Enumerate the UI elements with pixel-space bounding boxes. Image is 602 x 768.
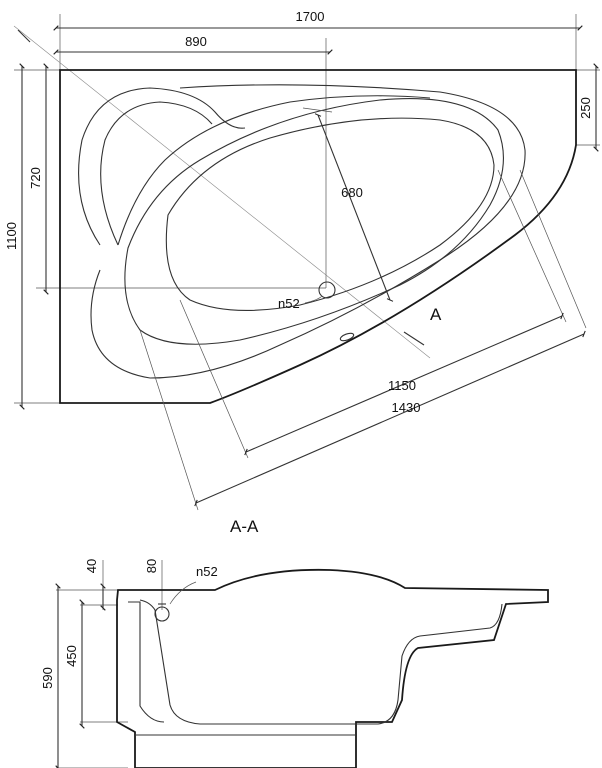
plan-view: 1700 890 1100 720 250: [4, 9, 600, 511]
plan-drain-label: n52: [278, 296, 300, 311]
dimension-right-offset: 250: [578, 63, 599, 152]
dimension-height-total: 1100: [4, 63, 25, 410]
dimension-width-total: 1700: [53, 9, 583, 31]
dim-basin-depth-label: 680: [341, 185, 363, 200]
dimension-drain-offset: 80: [144, 559, 166, 605]
section-drain: n52: [154, 564, 218, 622]
section-outer-shell: [116, 568, 549, 768]
dim-height-partial-label: 720: [28, 167, 43, 189]
section-drain-label: n52: [196, 564, 218, 579]
section-title: A-A: [230, 517, 259, 536]
section-marker: A: [403, 305, 442, 346]
dim-height-total-label: 1100: [4, 222, 19, 250]
dim-width-partial-label: 890: [185, 34, 207, 49]
section-inner-surface: [139, 599, 503, 725]
dim-total-height-label: 590: [40, 667, 55, 689]
dim-width-total-label: 1700: [296, 9, 325, 24]
dim-drain-offset-label: 80: [144, 559, 159, 573]
overflow-slot: [339, 332, 355, 342]
tub-outer-contour: [59, 69, 577, 404]
tub-rim-line: [90, 84, 526, 379]
dim-inner-length-label: 1150: [388, 378, 416, 393]
basin-floor: [165, 117, 495, 311]
dimension-basin-depth: 680: [302, 107, 394, 302]
dimension-height-partial: 720: [28, 63, 49, 295]
section-marker-label: A: [430, 305, 442, 324]
basin-outer-line: [124, 98, 504, 345]
dim-outer-length-label: 1430: [392, 400, 421, 415]
dimension-rim-thickness: 40: [84, 559, 106, 611]
headrest-inner: [100, 101, 213, 246]
dimension-inner-length: 1150: [179, 169, 567, 459]
section-view: A-A 40 80 450 590: [40, 517, 549, 768]
dim-right-offset-label: 250: [578, 97, 593, 119]
dimension-outer-length: 1430: [139, 169, 587, 511]
dimension-total-height: 590: [40, 583, 61, 768]
extension-lines: [14, 14, 600, 404]
dimension-inner-depth: 450: [64, 599, 85, 729]
headrest-armrest-line: [117, 95, 431, 246]
headrest-outline: [78, 87, 246, 246]
section-inner-wall: [128, 601, 165, 723]
dim-inner-depth-label: 450: [64, 645, 79, 667]
diagonal-construction-line: [13, 25, 431, 359]
plan-drain: n52: [278, 281, 336, 311]
dim-rim-thickness-label: 40: [84, 559, 99, 573]
dimension-width-partial: 890: [53, 34, 333, 55]
